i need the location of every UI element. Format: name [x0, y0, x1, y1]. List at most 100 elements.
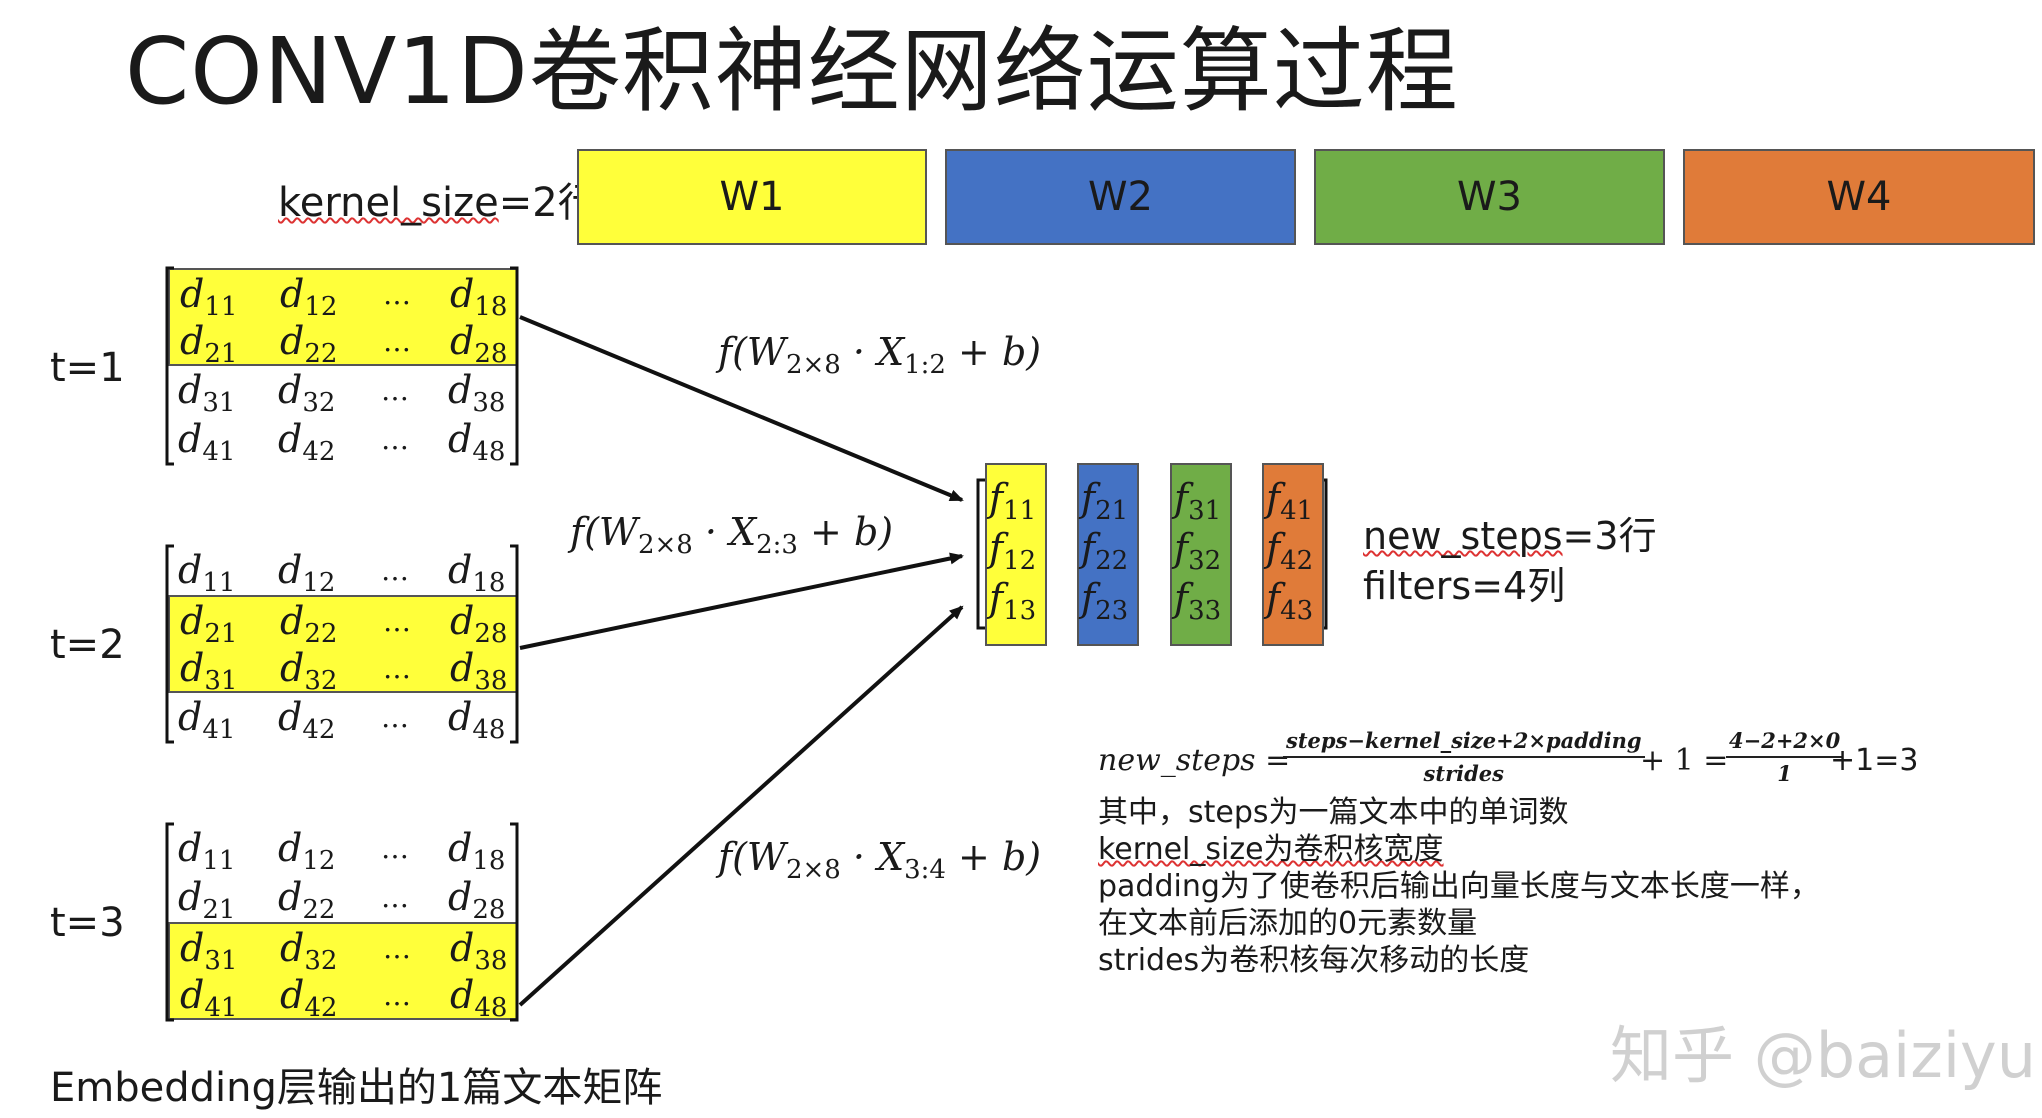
weight-box-w2: W2 [945, 149, 1296, 245]
note-5: strides为卷积核每次移动的长度 [1098, 943, 1530, 978]
matrix-right-bracket [510, 266, 519, 466]
arrow-2 [519, 552, 964, 650]
fraction-2-denominator: 1 [1777, 761, 1792, 786]
matrix-ellipsis: … [383, 278, 411, 311]
weight-label-w2: W2 [1088, 174, 1153, 220]
note-4: 在文本前后添加的0元素数量 [1098, 906, 1478, 941]
arrow-3 [518, 605, 964, 1007]
matrix-cell: d28 [450, 319, 508, 369]
matrix-cell: d41 [178, 417, 236, 467]
matrix-left-bracket [165, 822, 174, 1022]
output-cell: f23 [1081, 576, 1129, 626]
matrix-cell: d21 [178, 875, 236, 925]
formula-2-mid: · X [692, 510, 757, 554]
time-label-2: t=2 [50, 622, 125, 668]
formula-2-post: + b) [797, 510, 894, 554]
formula-1-x: 1:2 [904, 350, 946, 380]
matrix-left-bracket [165, 544, 174, 744]
formula-3-post: + b) [945, 835, 1042, 879]
matrix-cell: d48 [450, 973, 508, 1023]
matrix-ellipsis: … [383, 605, 411, 638]
formula-1: f(W2×8 · X1:2 + b) [718, 330, 1041, 380]
matrix-ellipsis: … [381, 423, 409, 456]
matrix-cell: d42 [280, 973, 338, 1023]
matrix-cell: d41 [180, 973, 238, 1023]
fraction-2-numerator: 4−2+2×0 [1726, 728, 1844, 758]
matrix-cell: d32 [278, 368, 336, 418]
matrix-cell: d32 [280, 646, 338, 696]
matrix-cell: d11 [178, 826, 236, 876]
output-cell: f13 [989, 576, 1037, 626]
formula-3-mid: · X [840, 835, 905, 879]
matrix-cell: d11 [178, 548, 236, 598]
matrix-cell: d21 [180, 319, 238, 369]
matrix-brackets [165, 266, 519, 466]
page-title: CONV1D卷积神经网络运算过程 [125, 18, 1459, 125]
matrix-cell: d41 [178, 695, 236, 745]
note-1: 其中，steps为一篇文本中的单词数 [1098, 795, 1569, 830]
output-cell: f21 [1081, 476, 1129, 526]
time-label-1: t=1 [50, 345, 125, 391]
equation-fraction-2: 4−2+2×0 1 [1726, 728, 1844, 786]
time-label-3: t=3 [50, 900, 125, 946]
output-cell: f12 [989, 526, 1037, 576]
equation-lhs: new_steps = [1098, 743, 1291, 778]
matrix-cell: d18 [448, 826, 506, 876]
note-2: kernel_size为卷积核宽度 [1098, 824, 1444, 868]
matrix-brackets [165, 544, 519, 744]
matrix-brackets [165, 822, 519, 1022]
footer-caption: Embedding层输出的1篇文本矩阵 [50, 1065, 663, 1111]
output-cell: f41 [1266, 476, 1314, 526]
fraction-1-numerator: steps−kernel_size+2×padding [1283, 728, 1645, 758]
output-cell: f11 [989, 476, 1037, 526]
fraction-1-denominator: strides [1423, 761, 1504, 786]
formula-1-pre: f(W [718, 330, 786, 374]
matrix-cell: d38 [450, 646, 508, 696]
filters-label: filters=4列 [1363, 564, 1566, 608]
matrix-cell: d22 [280, 319, 338, 369]
formula-1-w: 2×8 [785, 350, 841, 380]
matrix-cell: d22 [278, 875, 336, 925]
matrix-ellipsis: … [381, 701, 409, 734]
output-cell: f33 [1174, 576, 1222, 626]
formula-2-pre: f(W [570, 510, 638, 554]
formula-1-mid: · X [840, 330, 905, 374]
formula-3-x: 3:4 [904, 855, 946, 885]
output-cell: f43 [1266, 576, 1314, 626]
weight-box-w3: W3 [1314, 149, 1665, 245]
new-steps-value: =3行 [1562, 514, 1657, 558]
formula-3-pre: f(W [718, 835, 786, 879]
matrix-cell: d38 [448, 368, 506, 418]
matrix-cell: d12 [278, 826, 336, 876]
output-cell: f42 [1266, 526, 1314, 576]
formula-2-x: 2:3 [756, 530, 798, 560]
note-2-text: kernel_size为卷积核宽度 [1098, 832, 1444, 867]
matrix-right-bracket [510, 822, 519, 1022]
matrix-ellipsis: … [381, 832, 409, 865]
new-steps-name: new_steps [1363, 514, 1563, 558]
weight-label-w1: W1 [719, 174, 785, 220]
weight-box-w1: W1 [577, 149, 927, 245]
output-cell: f32 [1174, 526, 1222, 576]
matrix-cell: d42 [278, 695, 336, 745]
equation-fraction-1: steps−kernel_size+2×padding strides [1283, 728, 1645, 786]
matrix-cell: d42 [278, 417, 336, 467]
arrow-1 [519, 315, 964, 502]
matrix-ellipsis: … [381, 374, 409, 407]
weight-label-w4: W4 [1826, 174, 1892, 220]
kernel-size-name: kernel_size [278, 180, 499, 226]
formula-1-post: + b) [945, 330, 1042, 374]
